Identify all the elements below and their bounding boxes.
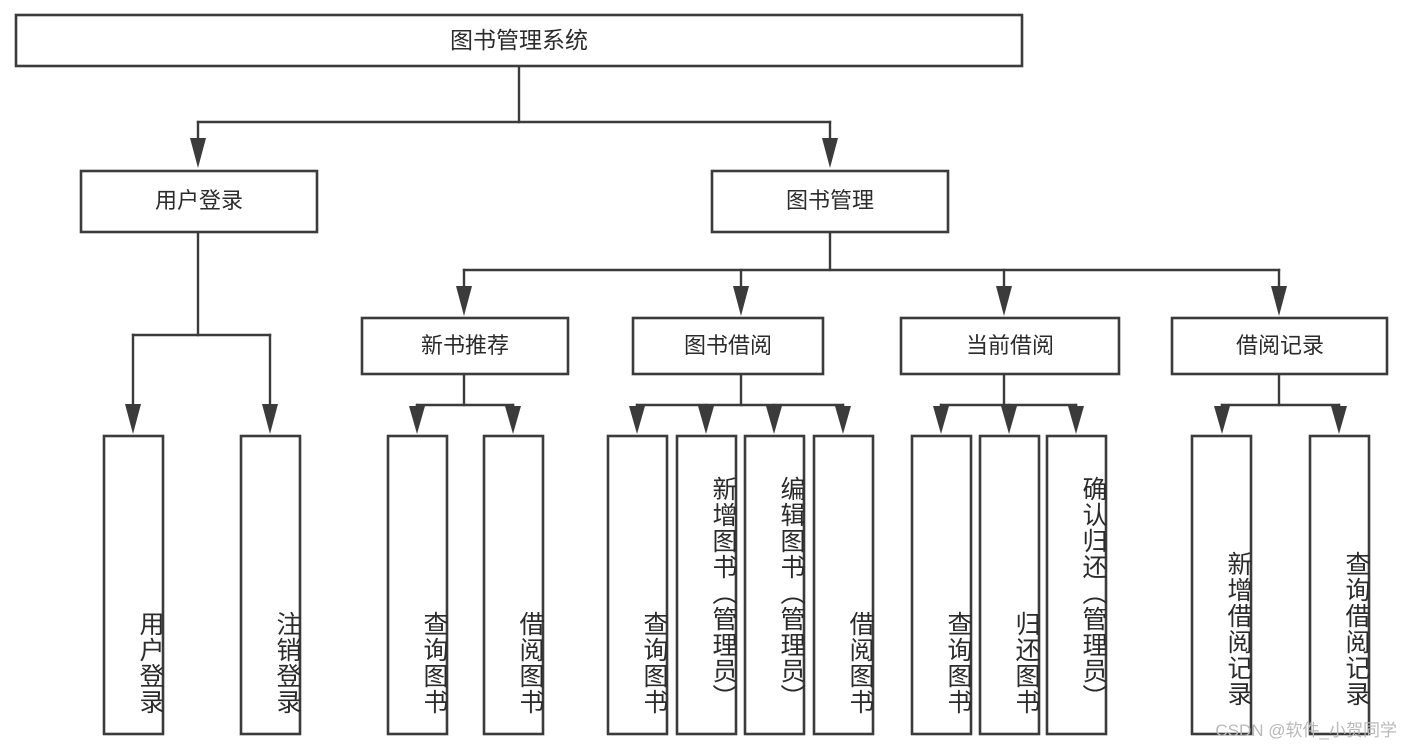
arrow-head-leaf-add-book	[698, 406, 714, 434]
arrow-head-leaf-add-record	[1214, 406, 1230, 434]
connector-group-new-book-recommend	[409, 372, 521, 434]
arrow-head-leaf-borrow-book-2	[835, 406, 851, 434]
arrow-head-leaf-query-record	[1331, 406, 1347, 434]
csdn-watermark: CSDN @软件_小贺同学	[1215, 721, 1397, 740]
connector-group-current-borrow	[933, 372, 1084, 434]
arrow-head-book-manage	[822, 138, 838, 168]
leaf-box-logout[interactable]	[239, 434, 302, 736]
arrow-head-leaf-return-book	[1001, 406, 1017, 434]
node-current-borrow[interactable]: 当前借阅	[899, 316, 1121, 376]
connector-group-root	[190, 64, 838, 168]
node-borrow-record[interactable]: 借阅记录	[1170, 316, 1389, 376]
leaf-box-borrow-book-1[interactable]	[482, 434, 545, 736]
leaf-box-query-book-1[interactable]	[386, 434, 449, 736]
arrow-head-leaf-query-book-3	[933, 406, 949, 434]
arrow-head-leaf-borrow-book-1	[505, 406, 521, 434]
node-book-borrow[interactable]: 图书借阅	[631, 316, 825, 376]
leaf-box-add-record[interactable]	[1190, 434, 1253, 736]
leaf-box-query-book-3[interactable]	[910, 434, 973, 736]
connector-group-book-borrow	[629, 372, 851, 434]
leaf-box-add-book[interactable]	[675, 434, 738, 736]
connector-group-book-manage	[456, 230, 1287, 316]
leaf-box-confirm-return[interactable]	[1045, 434, 1108, 736]
connector-group-borrow-record	[1214, 372, 1347, 434]
node-new-book-recommend[interactable]: 新书推荐	[360, 316, 570, 376]
node-root[interactable]: 图书管理系统	[14, 13, 1024, 68]
node-user-login-box[interactable]	[79, 169, 319, 234]
leaf-box-borrow-book-2[interactable]	[812, 434, 875, 736]
node-user-login-label: 用户登录	[155, 188, 243, 213]
node-root-box[interactable]	[14, 13, 1024, 68]
leaf-box-return-book[interactable]	[978, 434, 1041, 736]
node-new-book-recommend-label: 新书推荐	[421, 333, 509, 358]
node-book-manage-label: 图书管理	[786, 188, 874, 213]
node-borrow-record-box[interactable]	[1170, 316, 1389, 376]
arrow-head-leaf-logout	[262, 404, 278, 434]
node-user-login[interactable]: 用户登录	[79, 169, 319, 234]
arrow-head-book-borrow	[733, 286, 749, 316]
node-borrow-record-label: 借阅记录	[1236, 333, 1324, 358]
arrow-head-leaf-edit-book	[766, 406, 782, 434]
node-book-borrow-box[interactable]	[631, 316, 825, 376]
arrow-head-new-book-recommend	[456, 286, 472, 316]
node-current-borrow-label: 当前借阅	[966, 333, 1054, 358]
node-root-label: 图书管理系统	[450, 27, 588, 53]
arrow-head-leaf-query-book-1	[409, 406, 425, 434]
node-book-borrow-label: 图书借阅	[684, 333, 772, 358]
leaf-box-edit-book[interactable]	[743, 434, 806, 736]
leaf-box-query-book-2[interactable]	[606, 434, 669, 736]
node-book-manage-box[interactable]	[710, 169, 950, 234]
leaf-box-query-record[interactable]	[1308, 434, 1371, 736]
arrow-head-borrow-record	[1271, 286, 1287, 316]
leaf-boxes	[102, 434, 1371, 736]
arrow-head-current-borrow	[996, 286, 1012, 316]
node-current-borrow-box[interactable]	[899, 316, 1121, 376]
leaf-box-user-login[interactable]	[102, 434, 165, 736]
arrow-head-user-login	[190, 138, 206, 168]
arrow-head-leaf-user-login	[125, 404, 141, 434]
node-book-manage[interactable]: 图书管理	[710, 169, 950, 234]
arrow-head-leaf-confirm-return	[1068, 406, 1084, 434]
node-new-book-recommend-box[interactable]	[360, 316, 570, 376]
connector-group-user-login	[125, 230, 278, 434]
arrow-head-leaf-query-book-2	[629, 406, 645, 434]
